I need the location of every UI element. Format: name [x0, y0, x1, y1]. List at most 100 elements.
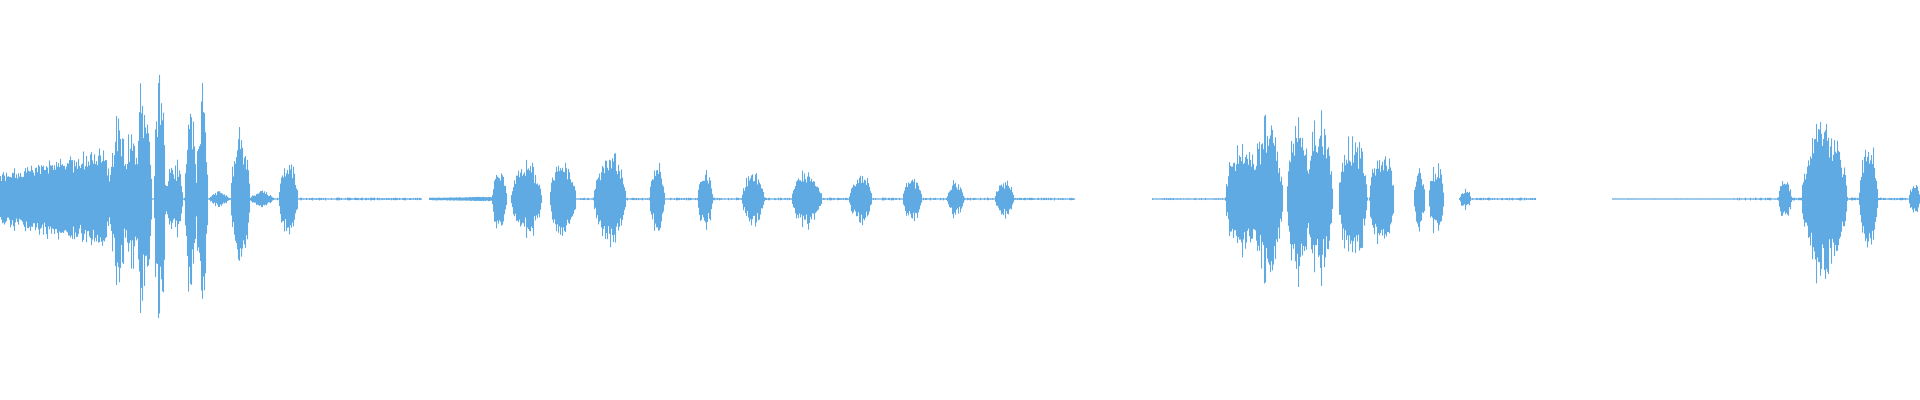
waveform-sample — [533, 166, 535, 236]
waveform-sample — [967, 197, 969, 201]
waveform-sample — [343, 198, 345, 200]
waveform-sample — [1391, 170, 1393, 223]
waveform-sample — [942, 198, 944, 200]
waveform-sample — [1051, 198, 1053, 200]
waveform-sample — [1214, 198, 1216, 200]
waveform-sample — [562, 167, 564, 236]
waveform-sample — [515, 183, 517, 214]
waveform-sample — [604, 173, 606, 227]
waveform-sample — [1678, 198, 1680, 200]
waveform-sample — [1487, 197, 1489, 200]
waveform-sample — [149, 141, 151, 260]
waveform-sample — [631, 198, 633, 200]
waveform-sample — [733, 198, 735, 200]
waveform-sample — [849, 196, 851, 203]
waveform-sample — [1275, 137, 1277, 260]
waveform-sample — [766, 198, 768, 201]
waveform-sample — [1373, 172, 1375, 228]
waveform-sample — [345, 198, 347, 200]
waveform-sample — [29, 171, 31, 227]
waveform-sample — [1658, 198, 1660, 200]
waveform-sample — [1181, 198, 1183, 200]
waveform-sample — [518, 170, 520, 222]
waveform-sample — [279, 192, 281, 207]
waveform-sample — [1381, 165, 1383, 230]
waveform-sample — [1477, 198, 1479, 200]
waveform-sample — [872, 198, 874, 200]
waveform-sample — [448, 197, 450, 201]
waveform-sample — [583, 198, 585, 201]
waveform-sample — [1485, 198, 1487, 200]
waveform-sample — [13, 173, 15, 227]
waveform-sample — [1417, 175, 1419, 224]
waveform-sample — [46, 166, 48, 235]
waveform-sample — [185, 173, 187, 226]
waveform-sample — [1805, 179, 1807, 223]
waveform-sample — [848, 198, 850, 200]
waveform-sample — [823, 198, 825, 200]
waveform-sample — [429, 197, 431, 200]
waveform-sample — [591, 198, 593, 200]
waveform-sample — [916, 182, 918, 214]
waveform-sample — [1511, 198, 1513, 200]
waveform-sample — [803, 181, 805, 216]
waveform-sample — [30, 171, 32, 231]
waveform-sample — [1443, 192, 1445, 207]
waveform-sample — [1727, 198, 1729, 200]
waveform-sample — [179, 170, 181, 222]
waveform-sample — [379, 197, 381, 201]
waveform-sample — [566, 168, 568, 226]
waveform-sample — [331, 197, 333, 200]
waveform-sample — [556, 166, 558, 232]
waveform-sample — [1154, 198, 1156, 200]
waveform-sample — [1036, 198, 1038, 200]
waveform-sample — [252, 195, 254, 203]
waveform-sample — [839, 198, 841, 200]
waveform-sample — [819, 191, 821, 207]
waveform-sample — [744, 190, 746, 208]
waveform-sample — [1751, 198, 1753, 200]
waveform-sample — [1287, 186, 1289, 212]
waveform-sample — [1192, 198, 1194, 200]
waveform-sample — [1737, 197, 1739, 201]
waveform-sample — [660, 171, 662, 228]
waveform-sample — [434, 197, 436, 201]
waveform-sample — [930, 197, 932, 201]
waveform-sample — [1615, 198, 1617, 200]
waveform-sample — [756, 173, 758, 223]
waveform-sample — [1726, 198, 1728, 200]
waveform-sample — [843, 197, 845, 201]
waveform-sample — [517, 175, 519, 221]
waveform-sample — [1877, 189, 1879, 209]
waveform-sample — [1472, 198, 1474, 200]
waveform-sample — [1676, 198, 1678, 200]
waveform-sample — [1021, 197, 1023, 201]
waveform-sample — [1279, 168, 1281, 239]
waveform-sample — [1894, 197, 1896, 201]
waveform-sample — [578, 198, 580, 200]
waveform-sample — [171, 167, 173, 230]
waveform-sample — [104, 161, 106, 242]
waveform-sample — [168, 181, 170, 219]
waveform-sample — [528, 168, 530, 229]
waveform-sample — [306, 197, 308, 200]
waveform-sample — [1633, 198, 1635, 200]
waveform-sample — [40, 173, 42, 229]
waveform-sample — [1659, 198, 1661, 200]
waveform-sample — [41, 165, 43, 228]
waveform-sample — [55, 169, 57, 230]
waveform-sample — [5, 180, 7, 223]
waveform-sample — [1809, 165, 1811, 237]
waveform-sample — [1156, 198, 1158, 200]
waveform-sample — [742, 194, 744, 204]
waveform-sample — [1310, 160, 1312, 238]
waveform-sample — [612, 158, 614, 236]
waveform-sample — [968, 198, 970, 200]
waveform-sample — [94, 154, 96, 242]
waveform-sample — [773, 198, 775, 200]
waveform-sample — [1222, 198, 1224, 200]
waveform-sample — [860, 175, 862, 223]
waveform-sample — [716, 198, 718, 200]
waveform-sample — [628, 198, 630, 200]
waveform-sample — [956, 187, 958, 210]
